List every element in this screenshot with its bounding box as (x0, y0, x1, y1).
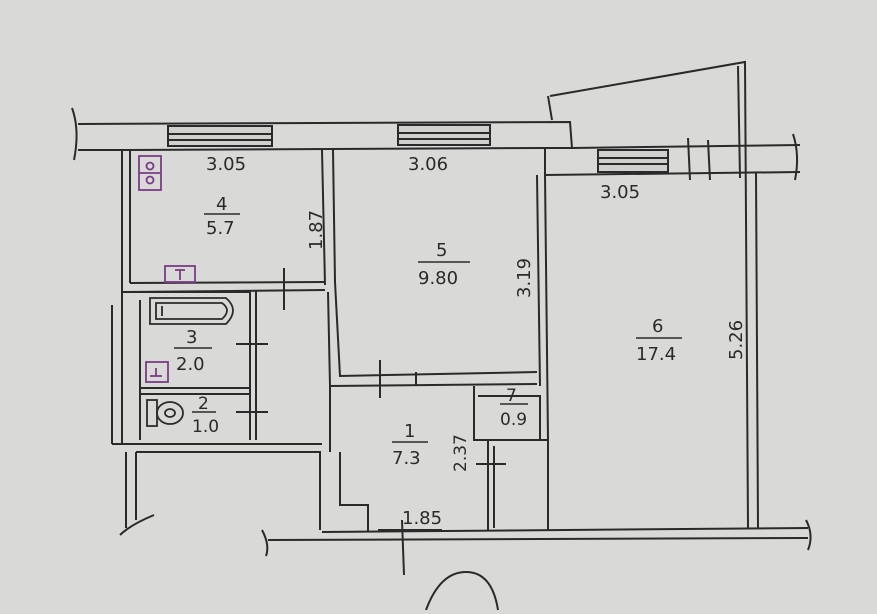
room-6-area: 17.4 (636, 344, 676, 365)
windows (167, 124, 711, 181)
window-room-5 (397, 124, 491, 146)
room-labels: 4 5.7 5 9.80 6 17.4 3 2.0 2 1.0 1 7.3 7 … (176, 194, 676, 469)
room-7-area: 0.9 (500, 410, 527, 430)
dim-hall-width: 1.85 (402, 508, 442, 529)
dim-room5-height: 3.19 (514, 258, 535, 298)
interior-walls (112, 149, 549, 576)
window-room-4 (167, 125, 273, 147)
toilet-icon (146, 399, 184, 427)
kitchen-stove-icon (138, 155, 162, 191)
dim-room5-width: 3.06 (408, 154, 448, 175)
room-2-number: 2 (198, 394, 209, 414)
room-6-number: 6 (652, 316, 663, 337)
dimension-labels: 3.05 3.06 3.05 1.85 1.87 3.19 5.26 2.37 (206, 154, 747, 529)
dim-room6-height: 5.26 (726, 320, 747, 360)
dim-room4-height: 1.87 (306, 210, 327, 250)
room-1-number: 1 (404, 421, 415, 442)
room-4-number: 4 (216, 194, 227, 215)
stair-arc (425, 570, 499, 611)
room-3-area: 2.0 (176, 354, 205, 375)
room-5-number: 5 (436, 240, 447, 261)
room-5-area: 9.80 (418, 268, 458, 289)
dim-room4-width: 3.05 (206, 154, 246, 175)
window-room-6 (597, 149, 669, 173)
fraction-lines (174, 213, 682, 443)
exterior-walls (71, 60, 812, 557)
dim-room6-width: 3.05 (600, 182, 640, 203)
washbasin-icon (145, 361, 169, 383)
room-2-area: 1.0 (192, 417, 219, 437)
room-1-area: 7.3 (392, 448, 421, 469)
room-3-number: 3 (186, 327, 197, 348)
dim-hall-height: 2.37 (451, 434, 471, 472)
bathtub-icon (149, 297, 234, 325)
room-4-area: 5.7 (206, 218, 235, 239)
kitchen-sink-icon (164, 265, 196, 283)
room-7-number: 7 (506, 386, 517, 406)
